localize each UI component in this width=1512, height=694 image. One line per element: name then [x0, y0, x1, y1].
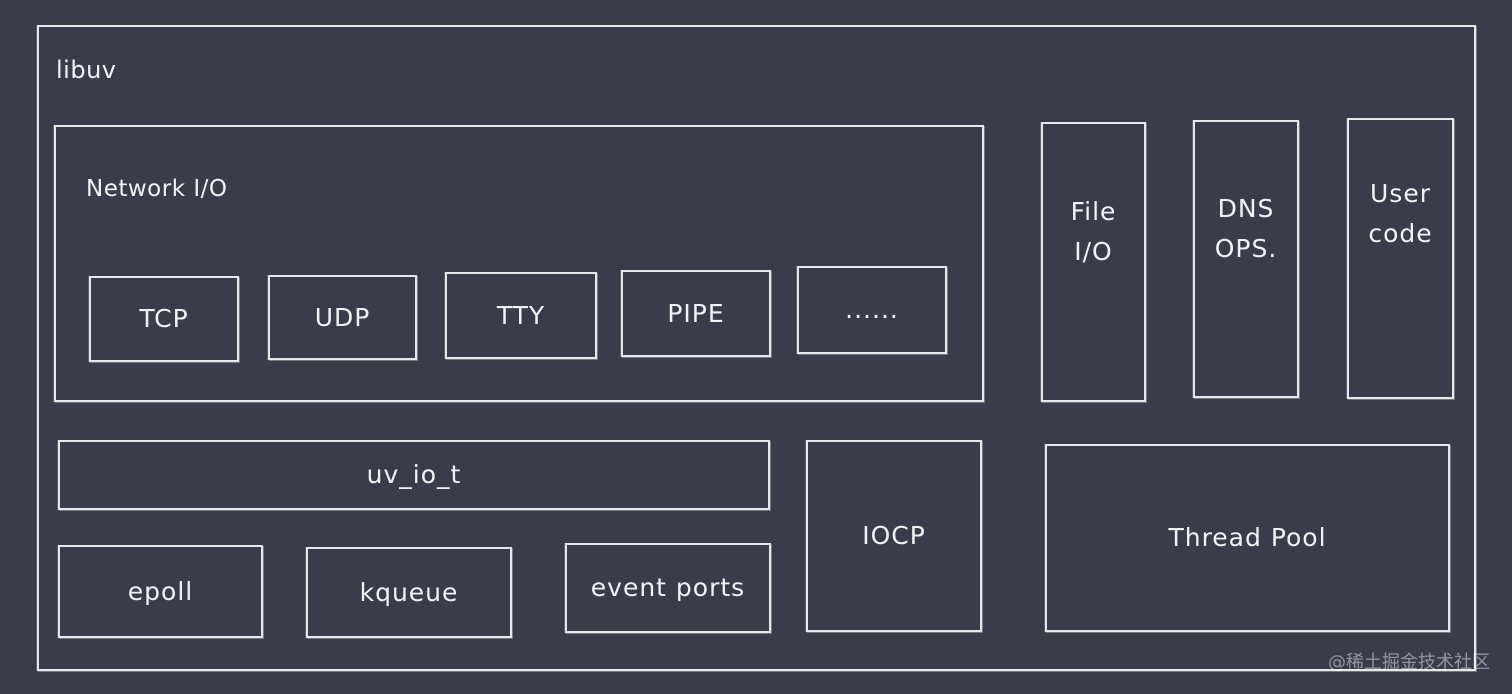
file-io-label: File I/O — [1070, 197, 1117, 266]
uv-io-t-box: uv_io_t — [58, 440, 770, 510]
dns-ops-label: DNS OPS. — [1214, 194, 1278, 263]
watermark: @稀土掘金技术社区 — [1328, 652, 1490, 673]
pipe-label: PIPE — [667, 298, 725, 328]
iocp-label: IOCP — [862, 521, 926, 550]
file-io-box: File I/O — [1041, 122, 1146, 402]
more-label: ...... — [845, 295, 899, 324]
event-ports-box: event ports — [565, 543, 771, 633]
libuv-title: libuv — [56, 56, 117, 84]
thread-pool-label: Thread Pool — [1168, 523, 1327, 552]
epoll-box: epoll — [58, 545, 263, 638]
event-ports-label: event ports — [590, 573, 746, 602]
udp-box: UDP — [268, 275, 417, 360]
network-io-title: Network I/O — [86, 176, 228, 202]
tcp-box: TCP — [89, 276, 239, 362]
pipe-box: PIPE — [621, 270, 771, 357]
dns-ops-box: DNS OPS. — [1193, 120, 1299, 398]
user-code-label: User code — [1368, 178, 1433, 248]
udp-label: UDP — [314, 302, 371, 332]
tty-box: TTY — [445, 272, 597, 359]
iocp-box: IOCP — [806, 440, 982, 632]
network-io-group — [54, 125, 984, 402]
tty-label: TTY — [496, 300, 546, 330]
uv-io-t-label: uv_io_t — [366, 460, 462, 489]
kqueue-box: kqueue — [306, 547, 512, 638]
epoll-label: epoll — [127, 576, 194, 606]
kqueue-label: kqueue — [359, 577, 459, 607]
thread-pool-box: Thread Pool — [1045, 444, 1450, 632]
libuv-container — [37, 25, 1476, 671]
user-code-box: User code — [1347, 118, 1454, 399]
tcp-label: TCP — [139, 304, 189, 333]
more-box: ...... — [797, 266, 947, 354]
